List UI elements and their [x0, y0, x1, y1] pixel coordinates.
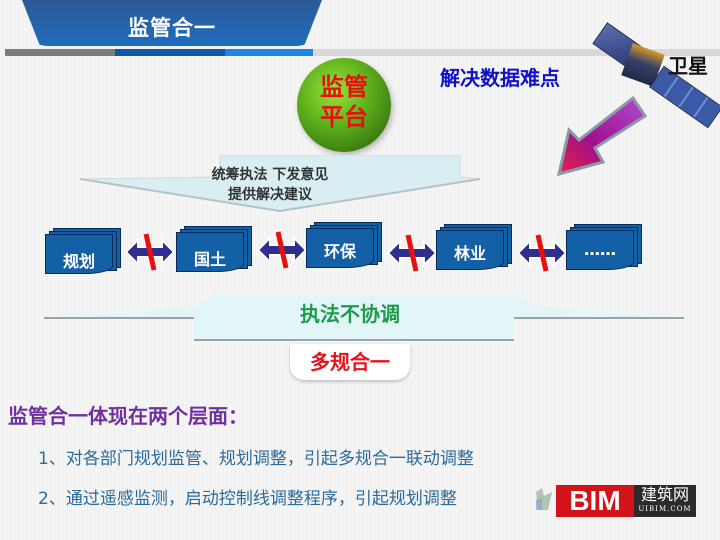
platform-line2: 平台: [320, 103, 368, 131]
header-bar-dark-blue: [115, 49, 225, 56]
arrow-down-left-icon: [556, 96, 647, 177]
summary-point-1: 1、对各部门规划监管、规划调整，引起多规合一联动调整: [38, 449, 474, 469]
dept-land: 国土: [176, 226, 252, 274]
directive-line1: 统筹执法 下发意见: [211, 167, 329, 183]
satellite-label: 卫星: [668, 54, 708, 78]
watermark-brand: BIM: [556, 485, 634, 517]
dept-planning: 规划: [45, 228, 121, 276]
summary-heading: 监管合一体现在两个层面：: [8, 404, 248, 428]
blocked-double-arrow-icon: [386, 234, 438, 272]
dept-label: 国土: [193, 250, 226, 269]
blocked-double-arrow-icon: [516, 234, 568, 272]
conflict-text: 执法不协调: [300, 302, 400, 326]
watermark-en: UIBIM.COM: [638, 505, 692, 513]
header-bar-light-gray: [313, 49, 720, 56]
platform-line1: 监管: [320, 73, 368, 101]
dept-more: ……: [566, 224, 642, 272]
directive-line2: 提供解决建议: [228, 187, 312, 203]
page-title: 监管合一: [128, 16, 216, 40]
platform-sphere: [297, 58, 391, 152]
logo-mark-icon: [536, 488, 552, 510]
solution-tag: [290, 344, 410, 380]
dept-forestry: 林业: [436, 224, 512, 272]
header-bar-light-blue: [225, 49, 313, 56]
solution-text: 多规合一: [310, 350, 390, 374]
platform-label: 监管 平台: [297, 72, 391, 132]
dept-environment: 环保: [306, 222, 382, 270]
dept-label: 规划: [62, 252, 95, 271]
data-problem-text: 解决数据难点: [440, 66, 560, 90]
directive-text: 统筹执法 下发意见 提供解决建议: [170, 165, 370, 205]
blocked-double-arrow-icon: [124, 233, 176, 271]
conflict-banner: [44, 294, 684, 341]
directive-banner: [80, 155, 480, 213]
dept-label: 林业: [453, 244, 486, 263]
summary-point-2: 2、通过遥感监测，启动控制线调整程序，引起规划调整: [38, 489, 457, 509]
dept-label: ……: [584, 240, 616, 259]
watermark-site: 建筑网 UIBIM.COM: [634, 485, 696, 517]
header-bar-gray: [5, 49, 115, 56]
title-tab: [22, 0, 322, 46]
watermark-cn: 建筑网: [640, 485, 689, 504]
blocked-double-arrow-icon: [256, 231, 308, 269]
dept-label: 环保: [323, 242, 356, 261]
